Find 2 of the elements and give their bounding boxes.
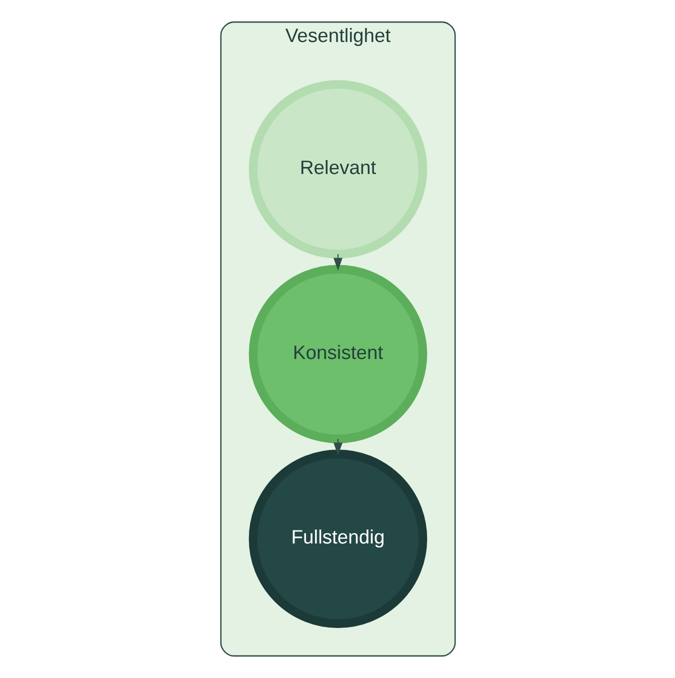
- arrow: [332, 254, 342, 271]
- node-circle: Fullstendig: [248, 450, 427, 628]
